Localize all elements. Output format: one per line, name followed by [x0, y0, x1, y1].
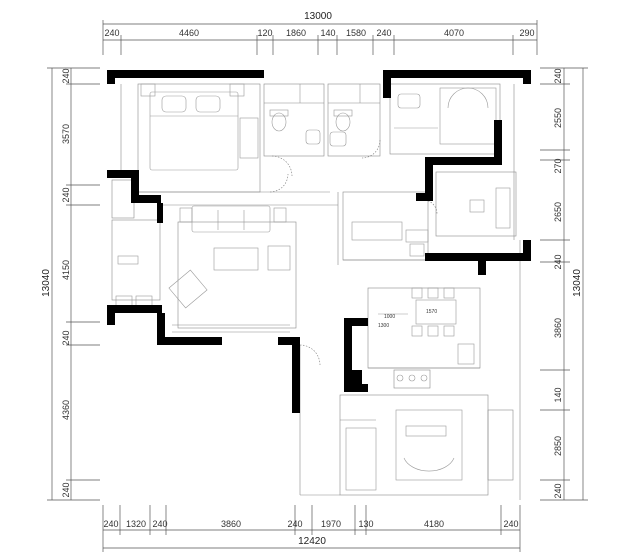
dimension-left: 240 3570 240 4150 240 4360 240 13040	[41, 67, 100, 501]
second-bed	[394, 87, 497, 145]
dim-right-seg-9: 240	[553, 483, 563, 498]
dim-bottom-seg-3: 240	[152, 519, 167, 529]
table-label-1: 1000	[384, 314, 395, 320]
dim-left-seg-6: 4360	[61, 400, 71, 420]
dimension-top: 13000 240 4460 120 1860 140 1580 240 407…	[102, 11, 538, 55]
dim-top-total: 13000	[304, 11, 332, 22]
table-dimension-labels: 1000 1300 1570	[378, 309, 437, 329]
dim-bottom-seg-1: 240	[103, 519, 118, 529]
dim-bottom-seg-4: 3860	[221, 519, 241, 529]
living-sofa	[168, 205, 291, 309]
furniture	[115, 83, 511, 491]
dim-left-seg-4: 4150	[61, 260, 71, 280]
master-bed	[140, 83, 259, 171]
bathroom-fixtures	[269, 84, 361, 147]
dim-bottom-seg-2: 1320	[126, 519, 146, 529]
dim-left-seg-3: 240	[61, 187, 71, 202]
study-desk	[469, 187, 511, 229]
table-label-2: 1300	[378, 323, 389, 329]
dim-right-seg-5: 240	[553, 254, 563, 269]
dining-table	[351, 221, 429, 257]
dim-top-seg-9: 290	[519, 28, 534, 38]
dim-left-seg-2: 3570	[61, 124, 71, 144]
dimension-right: 240 2550 270 2650 240 3860 140 2850 240 …	[540, 67, 588, 501]
dim-right-seg-4: 2650	[553, 202, 563, 222]
dim-top-seg-3: 120	[257, 28, 272, 38]
dimension-bottom: 240 1320 240 3860 240 1970 130 4180 240 …	[102, 505, 521, 552]
dim-right-seg-1: 240	[553, 68, 563, 83]
dim-right-seg-2: 2550	[553, 108, 563, 128]
dim-left-seg-1: 240	[61, 68, 71, 83]
dim-left-total: 13040	[41, 269, 52, 297]
dim-top-seg-4: 1860	[286, 28, 306, 38]
dim-left-seg-7: 240	[61, 482, 71, 497]
dim-right-total: 13040	[572, 269, 583, 297]
dim-top-seg-5: 140	[320, 28, 335, 38]
table-label-3: 1570	[426, 309, 437, 315]
dim-bottom-seg-9: 240	[503, 519, 518, 529]
dim-bottom-seg-6: 1970	[321, 519, 341, 529]
dim-top-seg-6: 1580	[346, 28, 366, 38]
dim-bottom-seg-7: 130	[358, 519, 373, 529]
dim-bottom-seg-5: 240	[287, 519, 302, 529]
interior-lines	[111, 83, 521, 500]
dim-top-seg-2: 4460	[179, 28, 199, 38]
dim-right-seg-6: 3860	[553, 318, 563, 338]
storage-cabinet	[115, 255, 153, 311]
dim-bottom-total: 12420	[298, 536, 326, 547]
kitchen-table	[378, 287, 475, 382]
dim-right-seg-8: 2850	[553, 436, 563, 456]
structural-walls	[107, 70, 531, 413]
bottom-bed	[345, 409, 463, 491]
dim-left-seg-5: 240	[61, 330, 71, 345]
dim-right-seg-3: 270	[553, 158, 563, 173]
dim-bottom-seg-8: 4180	[424, 519, 444, 529]
dim-top-seg-1: 240	[104, 28, 119, 38]
dim-top-seg-8: 4070	[444, 28, 464, 38]
dim-right-seg-7: 140	[553, 387, 563, 402]
dim-top-seg-7: 240	[376, 28, 391, 38]
